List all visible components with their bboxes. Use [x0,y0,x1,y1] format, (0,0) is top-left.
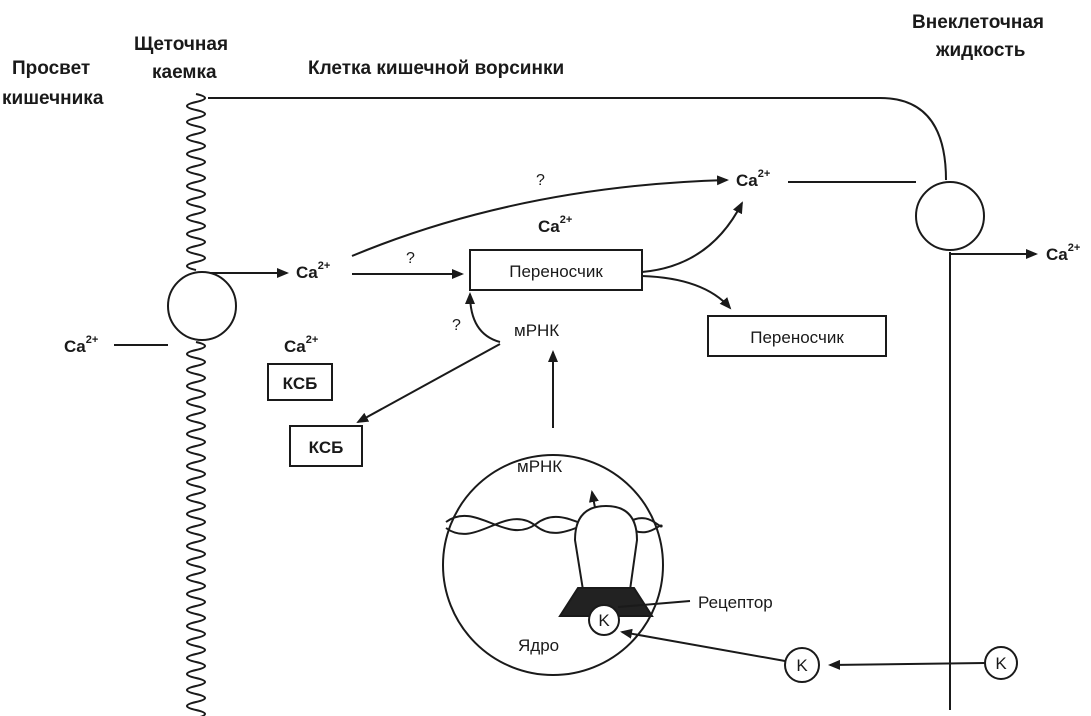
cell-membrane-top [208,97,947,181]
question-to-carrier: ? [406,250,415,267]
ecf-label-line1: Внеклеточная [912,12,1044,33]
basolateral-pump [915,181,985,251]
new-carrier-label: Переносчик [750,328,844,347]
dna-strand-1 [445,515,663,531]
mrna-nucleus-label: мРНК [517,457,562,476]
receptor-bound-complex [573,504,639,591]
microvilli-wave [186,93,206,271]
carrier-label: Переносчик [509,262,603,281]
k-in-nucleus-label: K [598,611,610,630]
ca-cytoplasm: Ca2+ [296,260,330,282]
arrow-k-into-cell [828,659,986,670]
dna-strand-2 [445,518,663,535]
lumen-label-line2: кишечника [2,88,104,109]
arrow-carrier-to-new-carrier [641,275,732,310]
brush-border-label-line2: каемка [152,62,217,83]
mrna-cytoplasm-label: мРНК [514,321,559,340]
csb-box [289,425,363,467]
k-in-nucleus-circle [588,604,620,636]
brush-border [186,93,206,716]
carrier-box [469,249,643,291]
ca-near-pump: Ca2+ [736,168,770,190]
ca-on-csb: Ca2+ [284,334,318,356]
question-mrna: ? [452,317,461,334]
arrow-k-to-nucleus [620,628,786,662]
k-cytoplasm-circle [784,647,820,683]
ca-ecf: Ca2+ [1046,242,1080,264]
cell-label: Клетка кишечной ворсинки [308,58,564,79]
ca-lumen: Ca2+ [64,334,98,356]
arrow-mrna-to-carrier [465,292,501,343]
csb-label: КСБ [309,438,344,457]
nucleus-label: Ядро [518,636,559,655]
ca-above-carrier: Ca2+ [538,214,572,236]
new-carrier-box [707,315,887,357]
brush-border-label-line1: Щеточная [134,34,228,55]
arrow-direct-pathway [351,175,729,257]
arrow-carrier-to-ca [641,201,743,273]
microvilli-wave [186,341,206,716]
csb-bound-box [267,363,333,401]
receptor-pointer [617,600,691,608]
ecf-label-line2: жидкость [935,40,1025,61]
question-direct: ? [536,172,545,189]
arrow-mrna-to-csb [356,343,501,423]
k-outside-label: K [995,654,1007,673]
nucleus [442,454,664,676]
receptor-shape [558,587,654,617]
csb-bound-label: КСБ [283,374,318,393]
k-cytoplasm-label: K [796,656,808,675]
apical-channel [167,271,237,341]
receptor-label: Рецептор [698,593,773,612]
lumen-label-line1: Просвет [12,58,90,79]
